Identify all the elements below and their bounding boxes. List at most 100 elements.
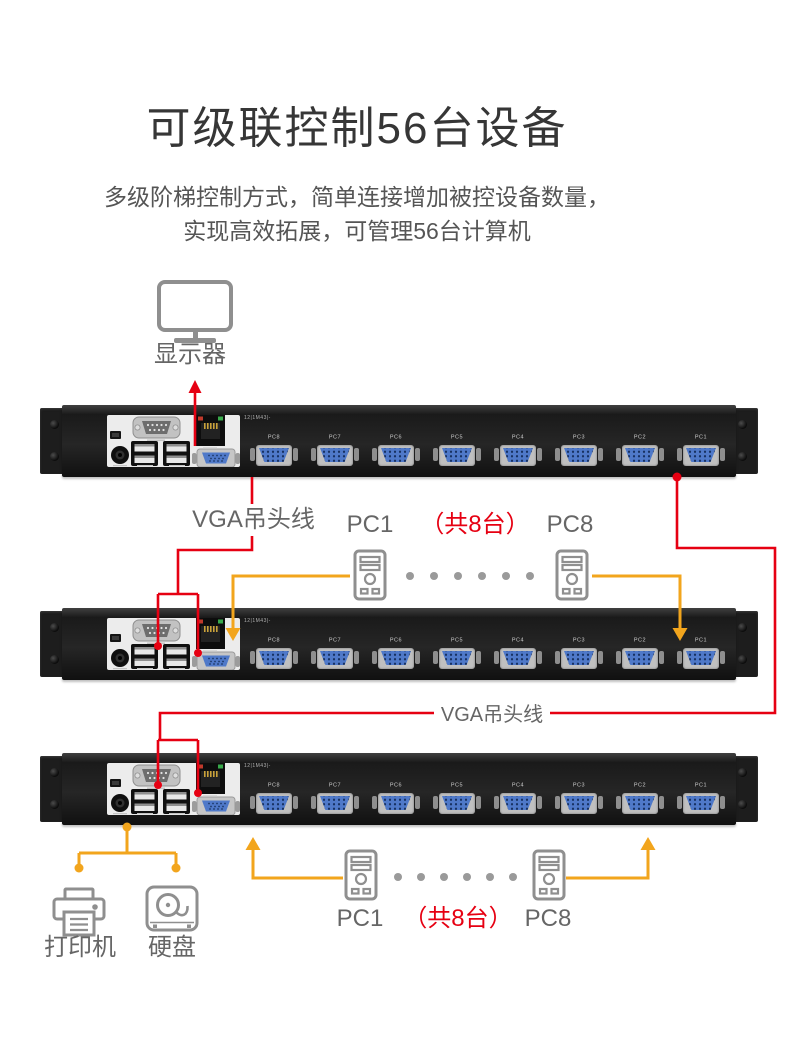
bottom-pc8-label: PC8 [524, 905, 572, 932]
console-vga-port-icon [192, 651, 240, 671]
vga-connector-icon [378, 648, 414, 669]
screw-icon [738, 800, 747, 809]
page-title: 可级联控制56台设备 [146, 104, 568, 153]
printer-label: 打印机 [44, 934, 116, 961]
screw-icon [250, 796, 255, 809]
screw-icon [50, 655, 59, 664]
ellipsis-dots-bottom [394, 873, 517, 881]
dc-power-jack-icon [111, 446, 129, 464]
pc-tower-icon [532, 849, 566, 901]
vga-connector-icon [317, 445, 353, 466]
vga-port: PC7 [311, 434, 359, 469]
device-body: 12|1M43|- PC8 PC7 PC6 PC5 [62, 405, 736, 477]
hard-disk-icon [145, 885, 199, 932]
vga-port-label: PC1 [694, 637, 708, 644]
screw-icon [537, 796, 542, 809]
vga-port: PC2 [616, 434, 664, 469]
vga-connector-icon [683, 793, 719, 814]
screw-icon [50, 623, 59, 632]
monitor-icon [157, 280, 233, 346]
vga-connector-icon [683, 648, 719, 669]
panel-code-label: 12|1M43|- [244, 415, 271, 421]
screw-icon [738, 452, 747, 461]
vga-port: PC1 [677, 782, 725, 817]
device-body: 12|1M43|- PC8 PC7 PC6 PC5 [62, 608, 736, 680]
mid-pc1-label: PC1 [346, 511, 394, 538]
screw-icon [537, 448, 542, 461]
usb-ports-icon [131, 441, 158, 466]
vga-port: PC4 [494, 782, 542, 817]
screw-icon [354, 796, 359, 809]
screw-icon [293, 796, 298, 809]
screw-icon [372, 796, 377, 809]
vga-connector-icon [683, 445, 719, 466]
vga-port: PC2 [616, 782, 664, 817]
screw-icon [372, 651, 377, 664]
vga-port: PC4 [494, 434, 542, 469]
subtitle-line-1: 多级阶梯控制方式，简单连接增加被控设备数量， [104, 184, 610, 210]
kvm-device-3: 12|1M43|- PC8 PC7 PC6 PC5 [40, 753, 758, 825]
panel-code-label: 12|1M43|- [244, 618, 271, 624]
vga-port: PC7 [311, 637, 359, 672]
vga-port: PC2 [616, 637, 664, 672]
screw-icon [50, 768, 59, 777]
vga-connector-icon [439, 445, 475, 466]
screw-icon [250, 651, 255, 664]
screw-icon [659, 651, 664, 664]
bottom-pc1-label: PC1 [336, 905, 384, 932]
screw-icon [616, 448, 621, 461]
vga-port-label: PC2 [633, 782, 647, 789]
vga-port-label: PC4 [511, 782, 525, 789]
vga-port-label: PC8 [267, 637, 281, 644]
console-panel [107, 763, 240, 816]
console-panel-graphic [110, 618, 240, 671]
screw-icon [311, 651, 316, 664]
vga-connector-icon [622, 445, 658, 466]
kvm-switch-device: 12|1M43|- PC8 PC7 PC6 PC5 [40, 753, 758, 825]
console-vga-port-icon [192, 448, 240, 468]
vga-connector-icon [622, 648, 658, 669]
screw-icon [616, 651, 621, 664]
vga-port-label: PC8 [267, 782, 281, 789]
vga-port-label: PC1 [694, 434, 708, 441]
vga-connector-icon [256, 445, 292, 466]
usb-ports-icon [163, 644, 190, 669]
screw-icon [720, 448, 725, 461]
lan-rj45-port-icon [196, 415, 225, 446]
vga-port-label: PC6 [389, 782, 403, 789]
screw-icon [659, 796, 664, 809]
serial-db9-port-icon [132, 416, 181, 439]
vga-connector-icon [500, 648, 536, 669]
vga-connector-icon [378, 793, 414, 814]
vga-connector-icon [439, 793, 475, 814]
usb-ports-icon [131, 789, 158, 814]
screw-icon [476, 796, 481, 809]
serial-db9-port-icon [132, 619, 181, 642]
console-panel [107, 415, 240, 468]
vga-port-label: PC7 [328, 782, 342, 789]
screw-icon [598, 796, 603, 809]
console-panel-graphic [110, 415, 240, 468]
screw-icon [677, 796, 682, 809]
vga-port: PC6 [372, 637, 420, 672]
screw-icon [738, 768, 747, 777]
vga-port-label: PC2 [633, 434, 647, 441]
subtitle-line-2: 实现高效拓展，可管理56台计算机 [183, 218, 531, 244]
screw-icon [494, 796, 499, 809]
screw-icon [311, 448, 316, 461]
vga-connector-icon [317, 648, 353, 669]
vga-port-label: PC5 [450, 782, 464, 789]
vga-port-label: PC3 [572, 637, 586, 644]
vga-port: PC8 [250, 434, 298, 469]
bottom-count-label: （共8台） [403, 905, 513, 932]
screw-icon [50, 452, 59, 461]
screw-icon [720, 796, 725, 809]
vga-port: PC8 [250, 637, 298, 672]
vga-connector-icon [256, 793, 292, 814]
vga-port: PC6 [372, 782, 420, 817]
screw-icon [598, 651, 603, 664]
screw-icon [494, 448, 499, 461]
vga-port: PC4 [494, 637, 542, 672]
screw-icon [738, 623, 747, 632]
